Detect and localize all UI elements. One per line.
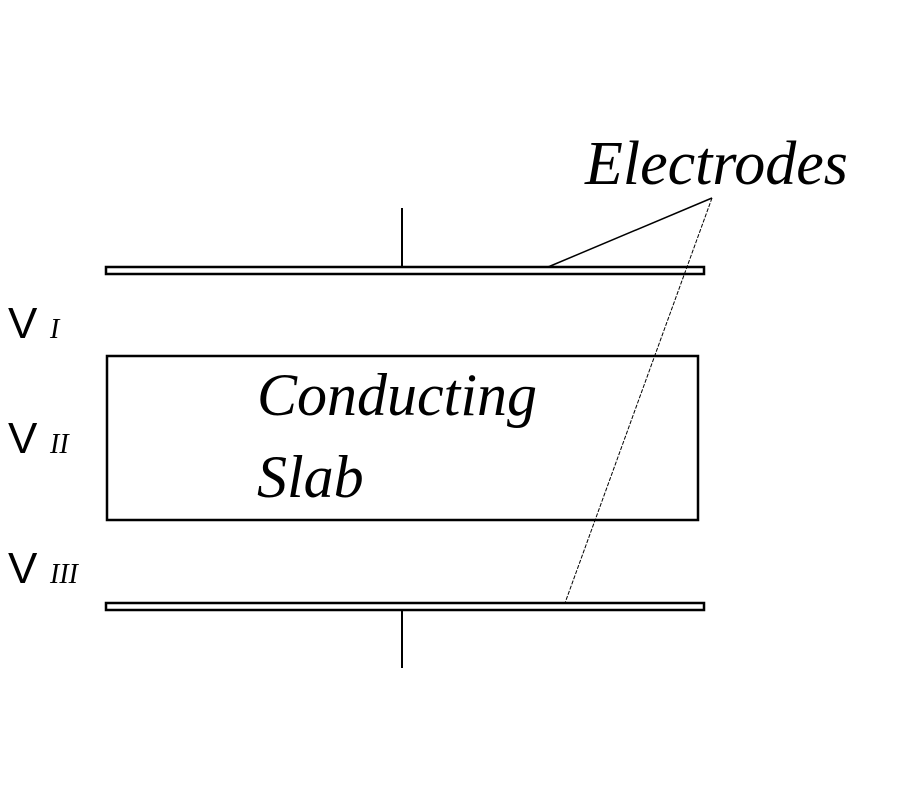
region-subscript: I xyxy=(49,314,61,345)
region-label-2: V II xyxy=(8,414,70,463)
region-label-3: V III xyxy=(8,544,80,593)
slab-label-line1: Conducting xyxy=(257,362,537,428)
bottom-electrode xyxy=(104,601,706,668)
top-electrode-plate xyxy=(104,265,706,276)
region-subscript: II xyxy=(49,429,70,460)
electrodes-label: Electrodes xyxy=(584,130,848,198)
slab-label-line2: Slab xyxy=(257,444,364,510)
region-label-1: V I xyxy=(8,299,61,348)
bottom-electrode-plate xyxy=(104,601,706,612)
region-symbol: V xyxy=(8,414,38,463)
leader-line-bottom xyxy=(564,197,713,604)
region-symbol: V xyxy=(8,299,38,348)
conducting-slab xyxy=(105,354,700,522)
region-subscript: III xyxy=(49,559,80,590)
top-electrode xyxy=(104,208,706,276)
leader-line-top xyxy=(547,197,713,268)
region-symbol: V xyxy=(8,544,38,593)
